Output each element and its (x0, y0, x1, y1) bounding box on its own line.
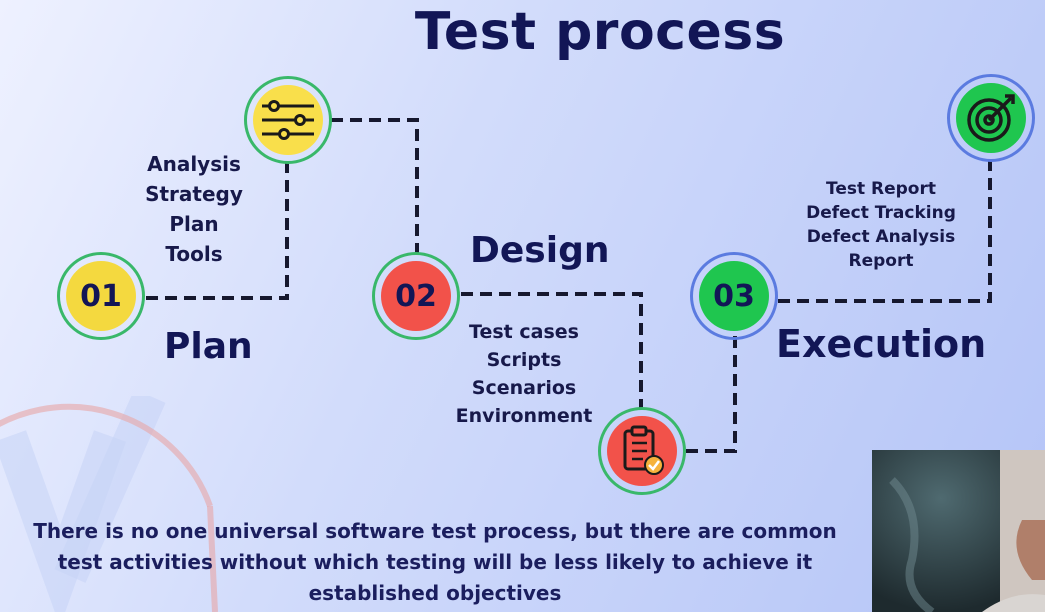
step-01-number: 01 (66, 261, 136, 331)
execution-item: Defect Analysis (806, 227, 956, 247)
webcam-overlay (872, 450, 1045, 612)
step-03-circle: 03 (690, 252, 778, 340)
design-activities: Test cases Scripts Scenarios Environment (446, 323, 602, 426)
design-item: Scenarios (471, 377, 577, 399)
footer-note: There is no one universal software test … (0, 516, 870, 609)
step-02-circle: 02 (372, 252, 460, 340)
page-title: Test process (414, 2, 786, 62)
presenter-video (872, 450, 1045, 612)
execution-activities: Test Report Defect Tracking Defect Analy… (800, 181, 962, 270)
plan-item: Tools (165, 242, 223, 266)
execution-icon-circle (947, 74, 1035, 162)
step-02-number: 02 (381, 261, 451, 331)
design-item: Scripts (486, 349, 562, 371)
plan-item: Analysis (147, 152, 241, 176)
footer-line-1: There is no one universal software test … (33, 519, 837, 543)
footer-line-3: established objectives (308, 581, 562, 605)
target-icon (967, 94, 1015, 142)
sliders-icon (262, 100, 314, 140)
plan-icon-circle (244, 76, 332, 164)
stage-plan-label: Plan (164, 326, 253, 367)
execution-item: Report (848, 251, 914, 271)
step-01-circle: 01 (57, 252, 145, 340)
execution-item: Defect Tracking (806, 203, 956, 223)
footer-line-2: test activities without which testing wi… (57, 550, 813, 574)
plan-item: Strategy (145, 182, 243, 206)
design-item: Test cases (469, 321, 579, 343)
design-item: Environment (455, 405, 593, 427)
stage-design-label: Design (470, 230, 610, 271)
stage-execution-label: Execution (776, 322, 987, 366)
watermark-logo (0, 396, 218, 612)
plan-item: Plan (169, 212, 219, 236)
design-icon-circle (598, 407, 686, 495)
step-03-number: 03 (699, 261, 769, 331)
plan-activities: Analysis Strategy Plan Tools (124, 154, 264, 264)
execution-item: Test Report (825, 179, 936, 199)
clipboard-check-icon (623, 425, 664, 475)
